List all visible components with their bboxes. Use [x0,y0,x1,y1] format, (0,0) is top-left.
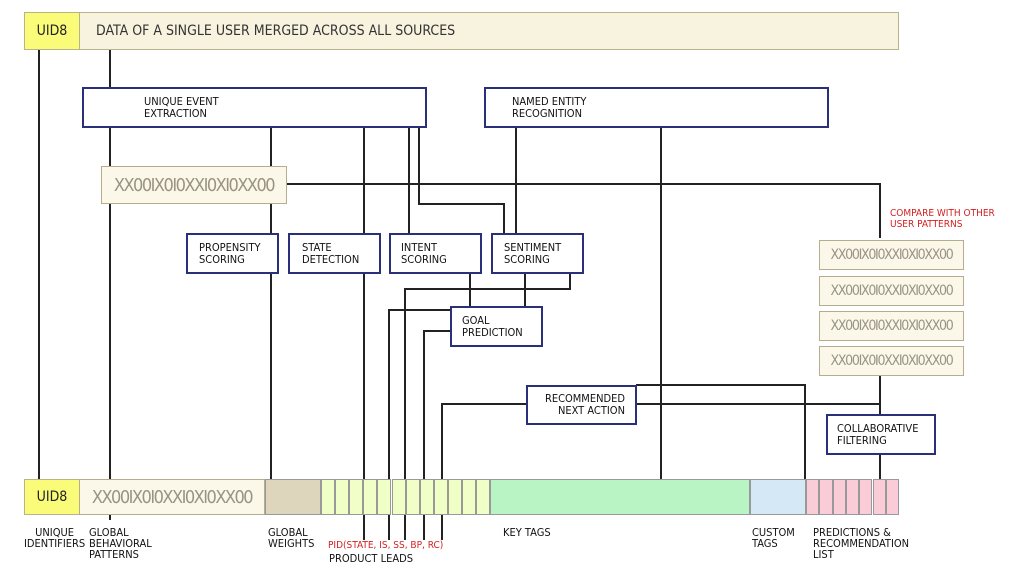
unique-event-extraction-label: UNIQUE EVENT EXTRACTION [144,94,219,120]
unique-event-extraction-box: UNIQUE EVENT EXTRACTION [82,87,427,128]
prediction-cell [806,479,820,515]
recommended-next-action-label: RECOMMENDED NEXT ACTION [544,392,625,417]
product-lead-cell [349,479,364,515]
behavioral-pattern-segment: XX00IX0I0XXI0XI0XX00 [79,479,265,515]
uid-badge-top: UID8 [24,12,80,50]
prediction-cell [885,479,900,515]
collaborative-filtering-label: COLLABORATIVE FILTERING [837,421,919,447]
prediction-cell [872,479,886,515]
product-lead-cell [391,479,406,515]
prediction-cell [859,479,873,515]
product-lead-cell [447,479,462,515]
state-detection-box: STATE DETECTION [288,233,381,274]
product-lead-cell [405,479,420,515]
product-lead-cell [377,479,392,515]
prediction-cell [845,479,860,515]
prediction-cell [819,479,833,515]
named-entity-recognition-box: NAMED ENTITY RECOGNITION [484,87,829,128]
goal-prediction-box: GOAL PREDICTION [450,306,543,347]
other-user-pattern: XX00IX0I0XXI0XI0XX00 [819,311,964,341]
compare-patterns-label: COMPARE WITH OTHER USER PATTERNS [890,208,995,230]
intent-scoring-box: INTENT SCORING [389,233,482,274]
predictions-label: PREDICTIONS & RECOMMENDATION LIST [813,526,910,561]
propensity-scoring-box: PROPENSITY SCORING [186,233,279,274]
product-lead-cell [433,479,448,515]
unique-identifiers-label: UNIQUE IDENTIFIERS [24,526,86,550]
custom-tags-segment [750,479,806,515]
other-user-pattern: XX00IX0I0XXI0XI0XX00 [819,346,964,376]
propensity-scoring-label: PROPENSITY SCORING [199,240,261,266]
prediction-cell [832,479,846,515]
other-user-pattern: XX00IX0I0XXI0XI0XX00 [819,240,964,270]
merged-data-banner: DATA OF A SINGLE USER MERGED ACROSS ALL … [79,12,899,50]
pid-label: PID(STATE, IS, SS, BP, RC) [328,540,444,551]
named-entity-recognition-label: NAMED ENTITY RECOGNITION [512,94,587,120]
custom-tags-label: CUSTOM TAGS [752,526,795,550]
product-lead-cell [335,479,350,515]
collaborative-filtering-box: COLLABORATIVE FILTERING [826,414,936,455]
global-behavioral-patterns-label: GLOBAL BEHAVIORAL PATTERNS [89,526,152,561]
user-pattern-box: XX00IX0I0XXI0XI0XX00 [101,166,287,204]
key-tags-segment [490,479,750,515]
intent-scoring-label: INTENT SCORING [401,240,447,266]
sentiment-scoring-box: SENTIMENT SCORING [491,233,584,274]
product-lead-cell [321,479,336,515]
recommended-next-action-box: RECOMMENDED NEXT ACTION [526,385,637,425]
product-lead-cell [462,479,477,515]
other-user-pattern: XX00IX0I0XXI0XI0XX00 [819,276,964,306]
uid-badge-bottom: UID8 [24,479,80,515]
global-weights-segment [265,479,321,515]
product-leads-label: PRODUCT LEADS [329,552,414,565]
global-weights-label: GLOBAL WEIGHTS [268,526,315,550]
banner-title: DATA OF A SINGLE USER MERGED ACROSS ALL … [96,23,456,39]
key-tags-label: KEY TAGS [503,526,551,539]
goal-prediction-label: GOAL PREDICTION [462,313,523,339]
sentiment-scoring-label: SENTIMENT SCORING [504,240,562,266]
product-lead-cell [363,479,378,515]
product-lead-cell [419,479,434,515]
state-detection-label: STATE DETECTION [302,240,360,266]
product-lead-cell [476,479,491,515]
